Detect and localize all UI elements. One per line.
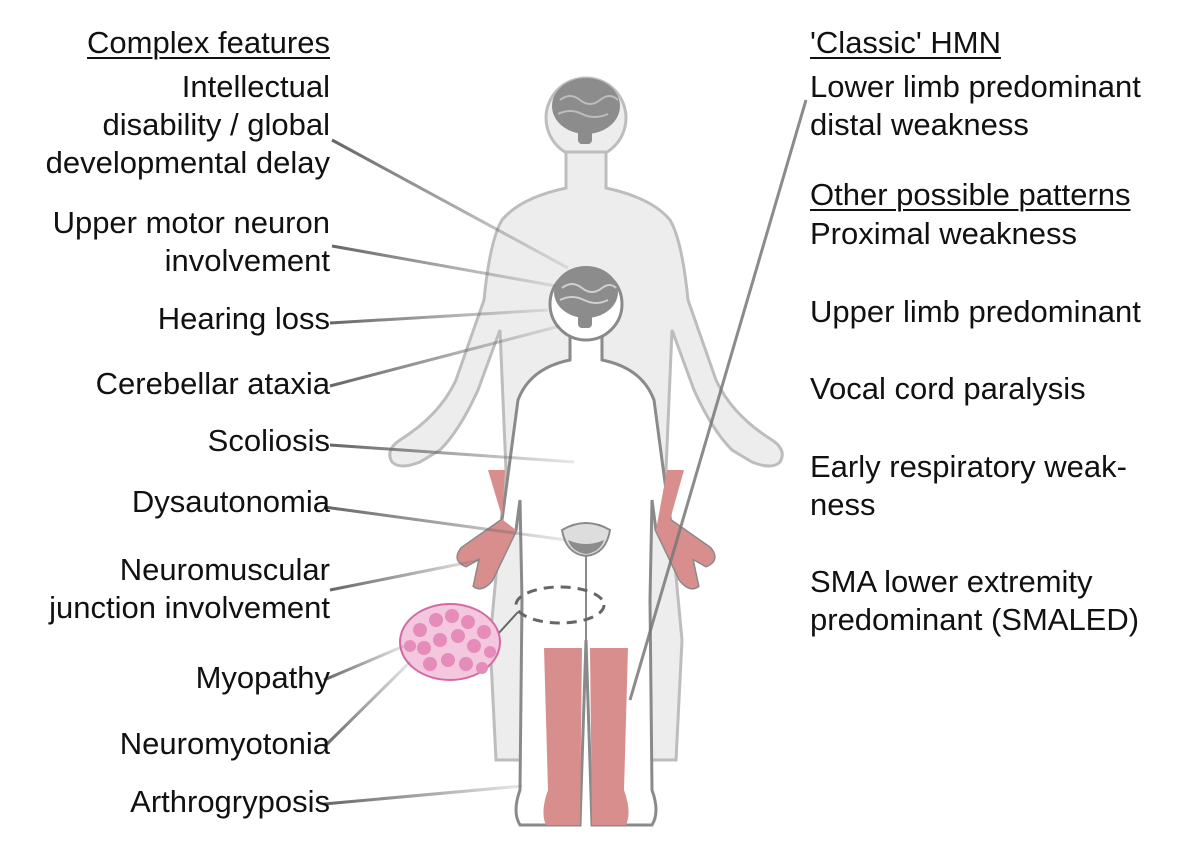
complex-features-heading: Complex features <box>87 25 330 60</box>
affected-lower-legs <box>543 648 629 825</box>
leader-umn <box>331 244 557 288</box>
feature-myopathy: Myopathy <box>195 660 330 695</box>
feature-intellectual-disability: Intellectual disability / global develop… <box>45 69 330 180</box>
leader-ataxia <box>329 324 561 388</box>
leader-dysautonomia <box>323 505 567 542</box>
feature-scoliosis: Scoliosis <box>207 423 330 458</box>
leader-intellectual <box>331 138 569 270</box>
classic-hmn-heading: 'Classic' HMN <box>810 25 1001 60</box>
leader-myopathy <box>323 644 405 682</box>
pattern-proximal-weakness: Proximal weakness <box>810 216 1078 251</box>
adult-brain <box>552 78 620 144</box>
feature-hearing-loss: Hearing loss <box>157 301 330 336</box>
leader-arthrogryposis <box>323 784 523 806</box>
leader-classic-hmn <box>628 99 808 701</box>
feature-neuromuscular-junction: Neuromuscular junction involvement <box>49 552 330 625</box>
leader-hearing <box>329 308 549 325</box>
feature-neuromyotonia: Neuromyotonia <box>119 726 330 761</box>
bladder <box>560 522 612 640</box>
feature-cerebellar-ataxia: Cerebellar ataxia <box>95 366 330 401</box>
leader-lines <box>322 99 808 806</box>
other-patterns-heading: Other possible patterns <box>810 177 1131 212</box>
feature-dysautonomia: Dysautonomia <box>131 484 330 519</box>
leader-scoliosis <box>329 443 575 464</box>
thigh-section-marker <box>497 585 606 635</box>
pattern-upper-limb: Upper limb predominant <box>810 294 1141 329</box>
feature-upper-motor-neuron: Upper motor neuron involvement <box>52 205 330 278</box>
child-brain <box>554 266 618 328</box>
pattern-early-respiratory: Early respiratory weak- ness <box>810 449 1127 522</box>
pattern-lower-limb-distal: Lower limb predominant distal weakness <box>810 69 1141 142</box>
pattern-vocal-cord-paralysis: Vocal cord paralysis <box>810 371 1086 406</box>
leader-nmj <box>329 558 481 592</box>
feature-arthrogryposis: Arthrogryposis <box>130 784 330 819</box>
leader-neuromyotonia <box>322 660 412 749</box>
affected-forearm-left <box>457 470 516 588</box>
pattern-smaled: SMA lower extremity predominant (SMALED) <box>810 564 1140 637</box>
muscle-tissue-icon <box>399 603 501 681</box>
